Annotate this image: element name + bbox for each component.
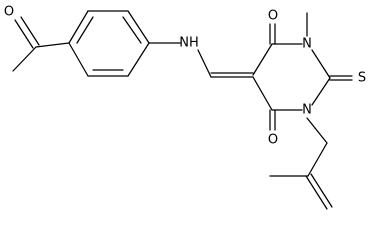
- atom-n1: N: [302, 103, 312, 118]
- bond-nh-ch: [197, 49, 212, 78]
- bond-n1-ch2: [306, 117, 328, 144]
- bond-n3-c2: [311, 49, 331, 79]
- bond-benz-4: [127, 42, 150, 77]
- bond-benz-6: [68, 42, 89, 77]
- bond-benz-inner-1: [76, 16, 94, 44]
- atom-nh: NH: [179, 36, 199, 51]
- bond-c2-n1: [311, 77, 331, 106]
- bond-benz-inner-2: [122, 16, 142, 44]
- bond-ch2-c: [307, 142, 328, 177]
- bond-acetyl-methyl: [12, 46, 37, 72]
- bond-c6-c5: [252, 76, 273, 111]
- bond-acetyl-ring: [35, 42, 70, 48]
- bond-benz-1: [68, 10, 89, 44]
- atom-s: S: [358, 71, 366, 86]
- atom-o-bottom: O: [268, 133, 278, 148]
- bond-c-ch2-double-1: [305, 175, 328, 210]
- bond-c5-c4: [252, 43, 273, 76]
- atom-n3: N: [302, 37, 312, 52]
- bond-benz-3: [127, 10, 150, 44]
- atom-o-top: O: [268, 9, 278, 24]
- bond-acetyl-co-2: [20, 16, 40, 46]
- bond-acetyl-co-1: [14, 19, 34, 49]
- atom-o-acetyl: O: [4, 5, 14, 20]
- bond-c-ch2-double-2: [310, 173, 333, 208]
- structure-svg: O NH O N S N O: [4, 5, 366, 210]
- molecule-diagram: O NH O N S N O: [4, 5, 366, 210]
